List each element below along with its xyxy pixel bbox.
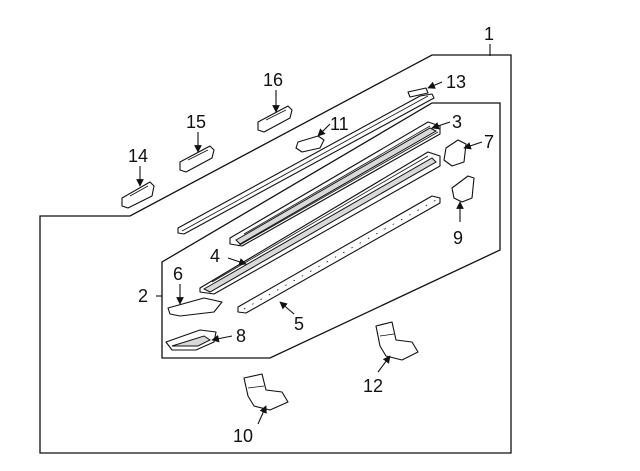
callout-9: 9 <box>453 228 463 248</box>
leader-12 <box>377 355 391 373</box>
outer-assembly-outline <box>39 54 512 454</box>
upper-molding-strip <box>177 87 435 235</box>
callout-2: 2 <box>138 286 148 306</box>
leader-3 <box>431 121 451 130</box>
lower-rail <box>237 195 441 314</box>
leader-11 <box>317 123 331 137</box>
callout-5: 5 <box>294 314 304 334</box>
callout-14: 14 <box>128 146 148 166</box>
mounting-bracket-10 <box>243 373 289 411</box>
callout-1: 1 <box>484 24 494 44</box>
callout-4: 4 <box>210 246 220 266</box>
inner-assembly-outline <box>161 102 501 359</box>
leader-5 <box>279 301 295 315</box>
callout-10: 10 <box>233 426 253 446</box>
bracket-14 <box>121 181 155 209</box>
callout-13: 13 <box>446 72 466 92</box>
callout-16: 16 <box>263 70 283 90</box>
callout-15: 15 <box>186 112 206 132</box>
callout-6: 6 <box>173 264 183 284</box>
running-board-step-pad <box>199 151 441 295</box>
leader-13 <box>427 81 443 89</box>
rear-splash-guard <box>451 175 475 203</box>
bracket-16 <box>257 105 293 133</box>
front-splash-guard <box>165 329 217 351</box>
mounting-bracket-12 <box>375 321 419 361</box>
callout-3: 3 <box>452 112 462 132</box>
callout-7: 7 <box>484 132 494 152</box>
bracket-15 <box>179 145 215 173</box>
callout-11: 11 <box>330 114 349 134</box>
callout-12: 12 <box>363 376 383 396</box>
leader-10 <box>257 405 267 425</box>
rear-end-cap <box>443 139 467 167</box>
leader-4 <box>227 257 247 266</box>
running-board-main <box>229 121 441 247</box>
leader-7 <box>463 141 483 150</box>
callout-8: 8 <box>236 326 246 346</box>
clip <box>295 135 325 153</box>
leader-8 <box>211 334 233 343</box>
front-end-cap <box>167 297 223 317</box>
